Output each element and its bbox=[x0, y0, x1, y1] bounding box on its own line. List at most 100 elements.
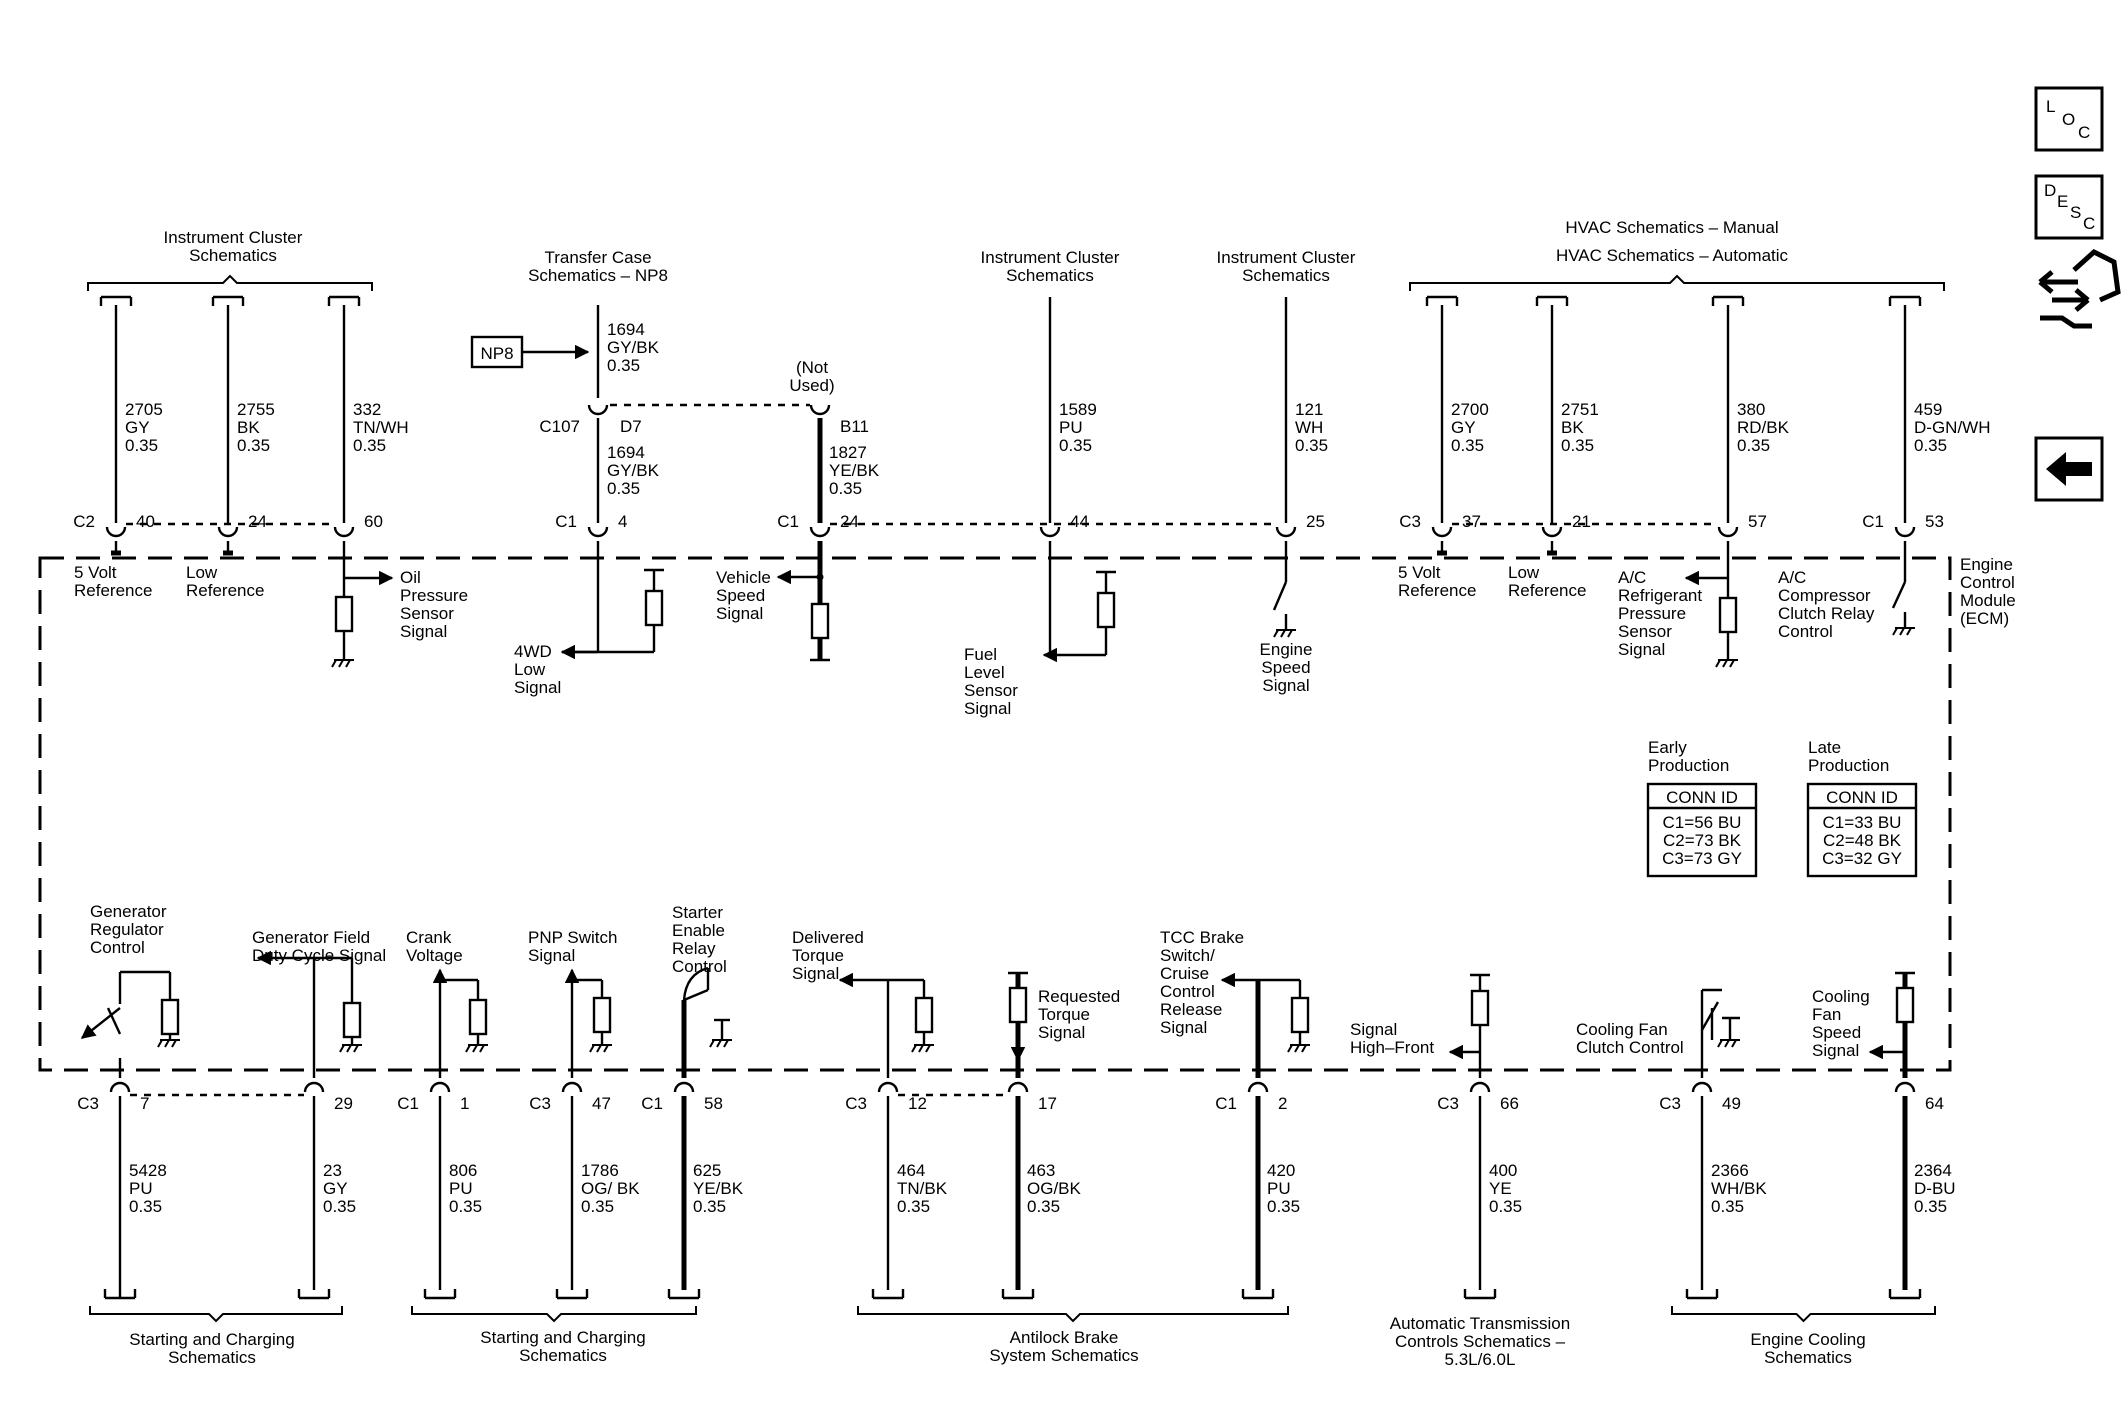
circuit-label: 2705 bbox=[125, 400, 163, 419]
circuit-label: 0.35 bbox=[607, 356, 640, 375]
inline-connector-pin: D7 bbox=[620, 417, 642, 436]
switch-contact bbox=[682, 966, 709, 1001]
circuit-label: PU bbox=[1267, 1179, 1291, 1198]
ground-symbol bbox=[465, 1044, 488, 1053]
destination-label: Starting and Charging bbox=[480, 1328, 645, 1347]
conn-id-heading: Production bbox=[1648, 756, 1729, 775]
circuit-label: 0.35 bbox=[607, 479, 640, 498]
terminal-fork bbox=[423, 1289, 457, 1300]
desc-letter: C bbox=[2083, 214, 2095, 233]
signal-label: Requested bbox=[1038, 987, 1120, 1006]
circuit-label: 463 bbox=[1027, 1161, 1055, 1180]
terminal-fork bbox=[327, 295, 361, 306]
circuit-label: 0.35 bbox=[1295, 436, 1328, 455]
circuit-label: 2755 bbox=[237, 400, 275, 419]
circuit-label: YE/BK bbox=[829, 461, 880, 480]
connector-terminal bbox=[809, 404, 831, 416]
np8-box bbox=[470, 335, 524, 369]
signal-label: Speed bbox=[1261, 658, 1310, 677]
circuit-label: RD/BK bbox=[1737, 418, 1790, 437]
connector-terminal bbox=[1691, 1081, 1713, 1093]
destination-label: Controls Schematics – bbox=[1395, 1332, 1566, 1351]
loc-letter: O bbox=[2062, 110, 2075, 129]
signal-label: Reference bbox=[1398, 581, 1476, 600]
circuit-label: 1694 bbox=[607, 320, 645, 339]
circuit-label: 0.35 bbox=[1914, 1197, 1947, 1216]
signal-label: Low bbox=[1508, 563, 1540, 582]
signal-label: A/C bbox=[1778, 568, 1806, 587]
signal-label: 5 Volt bbox=[1398, 563, 1441, 582]
circuit-label: YE/BK bbox=[693, 1179, 744, 1198]
destination-brace bbox=[1671, 1306, 1936, 1323]
destination-brace bbox=[89, 1306, 343, 1323]
circuit-label: GY bbox=[1451, 418, 1476, 437]
connector-terminal bbox=[1431, 526, 1453, 538]
circuit-label: 2700 bbox=[1451, 400, 1489, 419]
terminal-fork bbox=[297, 1289, 331, 1300]
pin-number: 2 bbox=[1278, 1094, 1287, 1113]
connector-id: C3 bbox=[529, 1094, 551, 1113]
signal-label: Torque bbox=[792, 946, 844, 965]
terminal-fork bbox=[1241, 1289, 1275, 1300]
circuit-label: 0.35 bbox=[353, 436, 386, 455]
destination-brace bbox=[1409, 274, 1945, 291]
wrench-arrows-icon[interactable] bbox=[2038, 249, 2121, 329]
circuit-label: BK bbox=[237, 418, 260, 437]
signal-label: Signal bbox=[1160, 1018, 1207, 1037]
terminal-fork bbox=[99, 295, 133, 306]
signal-label: PNP Switch bbox=[528, 928, 617, 947]
terminal-fork bbox=[1888, 295, 1922, 306]
wire-segment bbox=[1272, 581, 1288, 611]
destination-label: Starting and Charging bbox=[129, 1330, 294, 1349]
destination-brace bbox=[87, 274, 373, 291]
signal-label: Clutch Relay bbox=[1778, 604, 1875, 623]
desc-button-frame bbox=[2034, 174, 2104, 240]
connector-terminal bbox=[105, 526, 127, 538]
signal-label: Generator bbox=[90, 902, 167, 921]
desc-letter: S bbox=[2070, 203, 2081, 222]
signal-label: Signal bbox=[1262, 676, 1309, 695]
signal-label: Control bbox=[672, 957, 727, 976]
connector-terminal bbox=[673, 1081, 695, 1093]
signal-label: Voltage bbox=[406, 946, 463, 965]
signal-label: Signal bbox=[400, 622, 447, 641]
conn-id-title: CONN ID bbox=[1666, 788, 1738, 807]
destination-label: Schematics bbox=[168, 1348, 256, 1367]
connector-id: C3 bbox=[1399, 512, 1421, 531]
signal-label: Signal bbox=[514, 678, 561, 697]
not-used-label: Used) bbox=[789, 376, 834, 395]
connector-id: C3 bbox=[1659, 1094, 1681, 1113]
destination-label: HVAC Schematics – Manual bbox=[1565, 218, 1778, 237]
desc-letter: E bbox=[2057, 192, 2068, 211]
circuit-label: 0.35 bbox=[237, 436, 270, 455]
signal-label: Relay bbox=[672, 939, 716, 958]
signal-label: Starter bbox=[672, 903, 723, 922]
signal-label: Switch/ bbox=[1160, 946, 1215, 965]
circuit-label: 0.35 bbox=[1451, 436, 1484, 455]
circuit-label: WH/BK bbox=[1711, 1179, 1767, 1198]
conn-id-row: C1=33 BU bbox=[1823, 813, 1902, 832]
signal-label: Low bbox=[186, 563, 218, 582]
inline-connector-pin: B11 bbox=[840, 417, 869, 436]
connector-id: C1 bbox=[641, 1094, 663, 1113]
signal-label: Fan bbox=[1812, 1005, 1841, 1024]
signal-label: Release bbox=[1160, 1000, 1222, 1019]
signal-label: Control bbox=[1778, 622, 1833, 641]
signal-label: Engine bbox=[1260, 640, 1313, 659]
circuit-label: 0.35 bbox=[1267, 1197, 1300, 1216]
pin-number: 66 bbox=[1500, 1094, 1519, 1113]
terminal-fork bbox=[1685, 1289, 1719, 1300]
ground-symbol bbox=[1892, 627, 1915, 636]
pin-number: 12 bbox=[908, 1094, 927, 1113]
back-arrow-button[interactable] bbox=[2034, 436, 2104, 502]
circuit-label: 0.35 bbox=[129, 1197, 162, 1216]
loc-button[interactable]: LOC bbox=[2034, 86, 2104, 152]
ecm-label: Engine bbox=[1960, 555, 2013, 574]
conn-id-row: C2=48 BK bbox=[1823, 831, 1902, 850]
circuit-label: 380 bbox=[1737, 400, 1765, 419]
signal-label: Torque bbox=[1038, 1005, 1090, 1024]
pin-number: 7 bbox=[140, 1094, 149, 1113]
signal-label: Vehicle bbox=[716, 568, 771, 587]
connector-terminal bbox=[877, 1081, 899, 1093]
